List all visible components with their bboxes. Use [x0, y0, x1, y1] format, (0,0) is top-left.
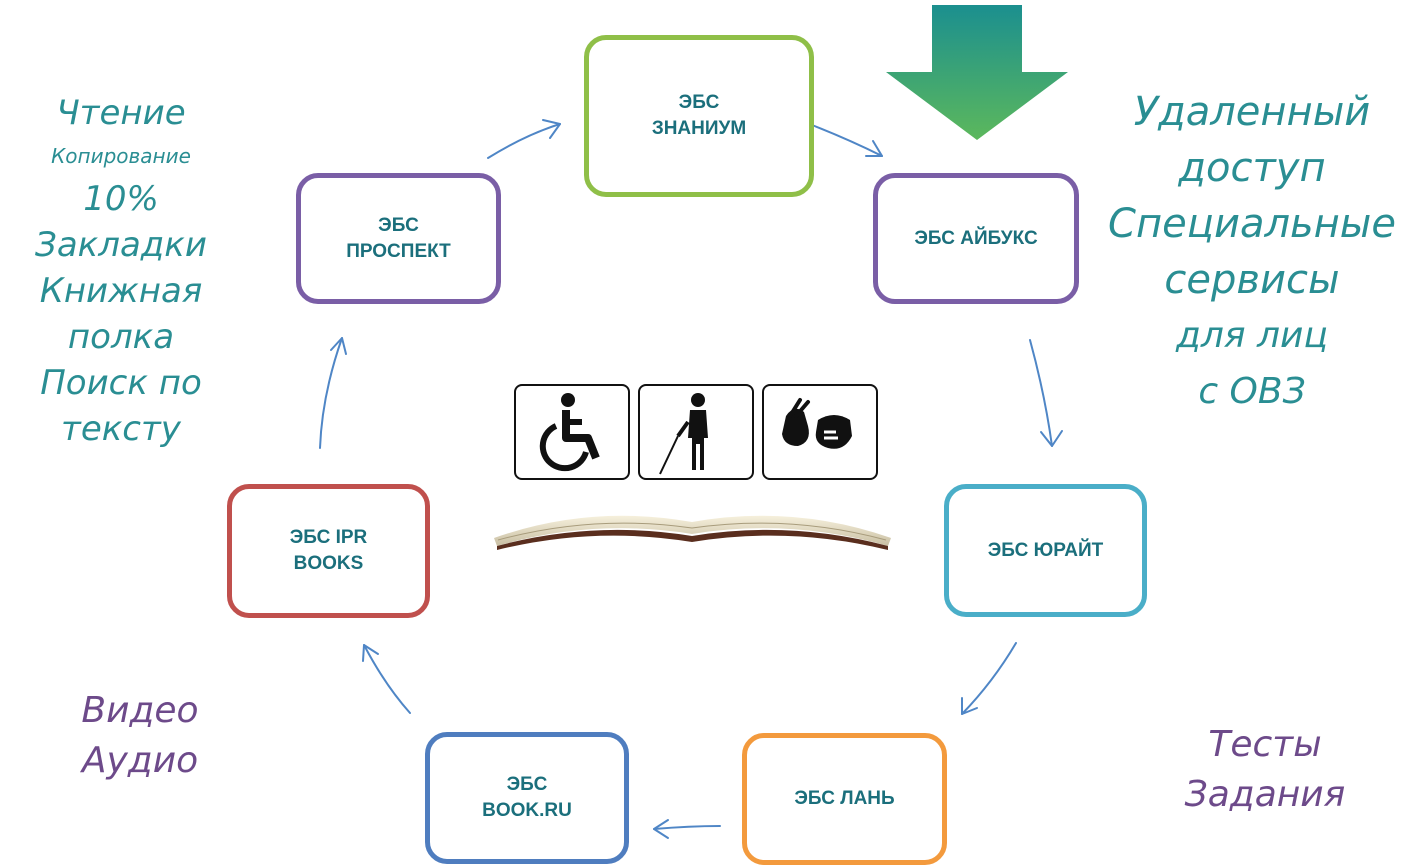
node-prospekt: ЭБС ПРОСПЕКТ: [296, 173, 501, 304]
arrow-znanium-to-ibooks: [811, 124, 883, 157]
feature-text-search-line1: Поиск по: [40, 363, 202, 403]
blind-person-pictogram: [638, 384, 754, 480]
blind-person-cane-icon: [659, 393, 708, 475]
node-ibooks-label: ЭБС АЙБУКС: [914, 227, 1038, 249]
node-lan: ЭБС ЛАНЬ: [742, 733, 947, 865]
node-iprbooks: ЭБС IPR BOOKS: [227, 484, 430, 618]
node-iprbooks-label: ЭБС IPR BOOKS: [289, 527, 368, 574]
node-znanium: ЭБС ЗНАНИУМ: [584, 35, 814, 197]
node-prospekt-label: ЭБС ПРОСПЕКТ: [346, 214, 451, 262]
feature-bookshelf-line2: полка: [67, 317, 175, 357]
right-features-list: Удаленный доступ Специальные сервисы для…: [1082, 84, 1422, 420]
node-urait: ЭБС ЮРАЙТ: [944, 484, 1147, 617]
node-urait-label: ЭБС ЮРАЙТ: [987, 539, 1104, 561]
feature-remote-access-line1: Удаленный: [1133, 89, 1371, 135]
node-bookru-label: ЭБС BOOK.RU: [482, 774, 572, 821]
arrow-lan-to-bookru: [653, 825, 721, 830]
arrow-ibooks-to-urait: [1029, 339, 1053, 447]
node-bookru: ЭБС BOOK.RU: [425, 732, 629, 864]
feature-reading: Чтение: [56, 93, 186, 133]
node-znanium-label: ЭБС ЗНАНИУМ: [651, 92, 747, 139]
feature-tests: Тесты: [1208, 724, 1322, 765]
feature-video: Видео: [81, 690, 199, 731]
arrow-iprbooks-to-prospekt: [319, 337, 343, 449]
feature-bookshelf-line1: Книжная: [39, 271, 203, 311]
open-book-icon: [494, 515, 891, 550]
sign-language-pictogram: [762, 384, 878, 480]
wheelchair-icon: [539, 393, 600, 472]
bottom-left-features-list: Видео Аудио: [40, 686, 240, 786]
feature-copy-percent: 10%: [83, 179, 159, 219]
feature-copying: Копирование: [51, 144, 191, 168]
feature-special-services-line1: Специальные: [1108, 201, 1396, 247]
arrow-bookru-to-iprbooks: [363, 644, 411, 714]
feature-special-services-line2: сервисы: [1164, 257, 1340, 303]
big-down-arrow: [886, 5, 1068, 140]
node-ibooks: ЭБС АЙБУКС: [873, 173, 1079, 304]
bottom-right-features-list: Тесты Задания: [1150, 720, 1380, 820]
feature-text-search-line2: тексту: [61, 409, 181, 449]
wheelchair-pictogram: [514, 384, 630, 480]
arrow-prospekt-to-znanium: [487, 123, 561, 159]
feature-bookmarks: Закладки: [35, 225, 207, 265]
feature-tasks: Задания: [1184, 774, 1346, 815]
feature-special-services-line3: для лиц: [1176, 315, 1328, 356]
arrow-urait-to-lan: [961, 642, 1017, 715]
sign-language-hands-icon: [782, 398, 852, 449]
feature-audio: Аудио: [81, 740, 199, 781]
feature-remote-access-line2: доступ: [1178, 145, 1326, 191]
feature-special-services-line4: с ОВЗ: [1198, 371, 1306, 412]
node-lan-label: ЭБС ЛАНЬ: [794, 788, 895, 810]
left-features-list: Чтение Копирование 10% Закладки Книжная …: [8, 90, 234, 452]
